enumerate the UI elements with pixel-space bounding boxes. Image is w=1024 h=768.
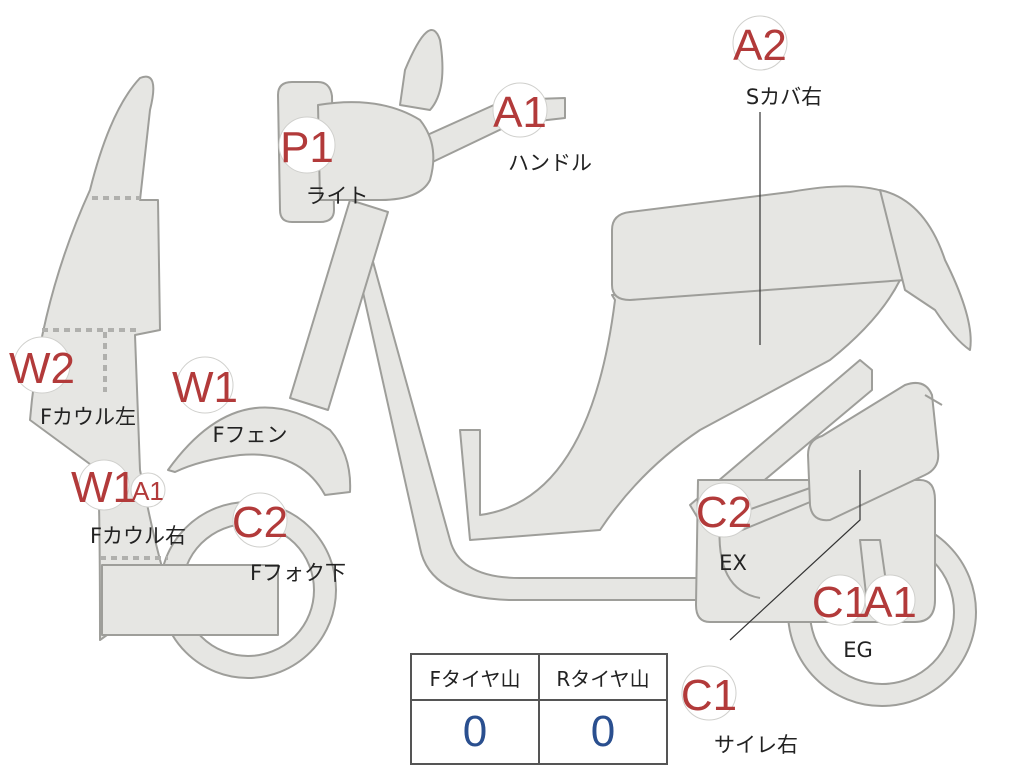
marker-c1-side-right[interactable]: C1 サイレ右 — [681, 665, 798, 757]
svg-text:Fフォク下: Fフォク下 — [250, 561, 346, 585]
leader-c1-side — [729, 470, 861, 641]
marker-c2-ex[interactable]: C2 EX — [696, 482, 752, 575]
svg-text:P1: P1 — [280, 123, 334, 172]
svg-text:W1: W1 — [71, 463, 137, 512]
rear-tire-value[interactable]: 0 — [538, 699, 668, 765]
svg-text:C2: C2 — [232, 498, 288, 547]
svg-text:ハンドル: ハンドル — [508, 151, 592, 175]
headlight-cowl — [317, 101, 435, 201]
marker-w1-ffender[interactable]: W1 Fフェン — [172, 356, 288, 447]
side-body — [459, 279, 901, 541]
marker-a2-scover-right[interactable]: A2 Sカバ右 — [732, 15, 822, 109]
svg-text:A2: A2 — [733, 21, 787, 70]
seat — [611, 185, 906, 301]
tire-table-header-row: Fタイヤ山 Rタイヤ山 — [410, 653, 668, 701]
muffler — [807, 382, 940, 522]
front-tire-value[interactable]: 0 — [410, 699, 540, 765]
svg-text:A1: A1 — [863, 578, 917, 627]
tire-tread-table: Fタイヤ山 Rタイヤ山 0 0 — [410, 653, 668, 765]
svg-text:サイレ右: サイレ右 — [714, 733, 798, 757]
front-tire-header: Fタイヤ山 — [410, 653, 540, 701]
svg-text:Sカバ右: Sカバ右 — [746, 85, 822, 109]
svg-text:EG: EG — [843, 638, 873, 662]
svg-text:Fフェン: Fフェン — [212, 423, 287, 447]
rear-tire-header: Rタイヤ山 — [538, 653, 668, 701]
marker-c1a1-eg[interactable]: C1 A1 EG — [812, 574, 917, 662]
svg-text:C1: C1 — [812, 578, 868, 627]
front-fender — [167, 406, 352, 496]
muffler-tip — [924, 394, 943, 406]
svg-text:ライト: ライト — [306, 184, 369, 208]
marker-c2-ffork-lower[interactable]: C2 Fフォク下 — [232, 492, 346, 585]
tail-cowl — [879, 189, 972, 351]
marker-p1-light[interactable]: P1 ライト — [278, 116, 369, 208]
svg-text:W1: W1 — [172, 363, 238, 412]
marker-a1-handle[interactable]: A1 ハンドル — [492, 82, 592, 175]
svg-text:EX: EX — [719, 551, 747, 575]
svg-text:A1: A1 — [493, 88, 547, 137]
svg-text:Fカウル右: Fカウル右 — [90, 524, 186, 548]
marker-w2-fcowl-left[interactable]: W2 Fカウル左 — [9, 336, 136, 429]
svg-text:W2: W2 — [9, 344, 75, 393]
svg-text:C2: C2 — [696, 488, 752, 537]
svg-text:Fカウル左: Fカウル左 — [40, 405, 136, 429]
tire-table-value-row: 0 0 — [410, 699, 668, 765]
svg-text:C1: C1 — [681, 671, 737, 720]
windscreen — [399, 29, 444, 111]
marker-w1a1-fcowl-right[interactable]: W1 A1 Fカウル右 — [71, 459, 186, 548]
steering-column — [289, 199, 389, 411]
svg-text:A1: A1 — [132, 476, 164, 506]
floor-board — [101, 564, 279, 636]
